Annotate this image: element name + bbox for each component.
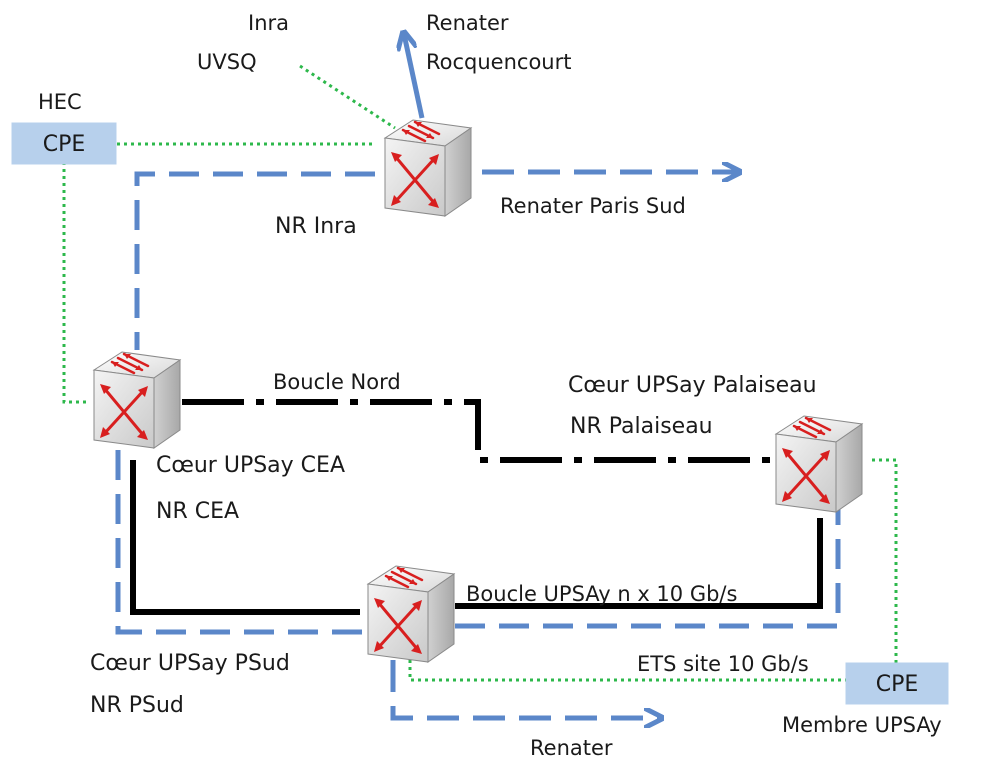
renater-psud-link [390, 660, 660, 718]
coeur-cea-label: Cœur UPSay CEA [156, 453, 345, 478]
renater-rocquencourt-link [404, 34, 425, 119]
nr-inra-label: NR Inra [275, 214, 357, 239]
nr-psud-label: NR PSud [90, 693, 184, 718]
rocquencourt-label: Rocquencourt [426, 50, 571, 74]
router-psud-icon [366, 564, 456, 664]
inra-label: Inra [248, 11, 289, 35]
renater-paris-sud-label: Renater Paris Sud [500, 194, 686, 218]
router-palaiseau-icon [774, 414, 864, 514]
router-nr-inra-icon [383, 118, 473, 218]
uvsq-label: UVSQ [197, 50, 257, 74]
boucle-nord-link [182, 399, 770, 463]
cpe-hec-label: CPE [43, 132, 86, 157]
boucle-upsay-label: Boucle UPSAy n x 10 Gb/s [466, 582, 737, 606]
boucle-nord-label: Boucle Nord [273, 370, 401, 394]
nr-cea-label: NR CEA [156, 499, 239, 524]
renater-bottom-label: Renater [530, 736, 613, 760]
router-cea-icon [92, 350, 182, 450]
coeur-psud-label: Cœur UPSay PSud [90, 651, 290, 676]
ets-site-label: ETS site 10 Gb/s [637, 652, 809, 676]
cpe-membre-label: CPE [876, 672, 919, 697]
green-dotted-links [62, 64, 898, 682]
renater-label: Renater [426, 11, 509, 35]
cpe-hec-box: CPE [11, 122, 117, 165]
cpe-membre-box: CPE [845, 662, 949, 705]
nr-palaiseau-label: NR Palaiseau [570, 414, 713, 439]
blue-dashed-loop [115, 171, 841, 635]
boucle-upsay-link [130, 460, 823, 615]
membre-upsay-label: Membre UPSAy [782, 713, 942, 737]
hec-label: HEC [38, 90, 82, 114]
coeur-palaiseau-label: Cœur UPSay Palaiseau [568, 373, 817, 398]
